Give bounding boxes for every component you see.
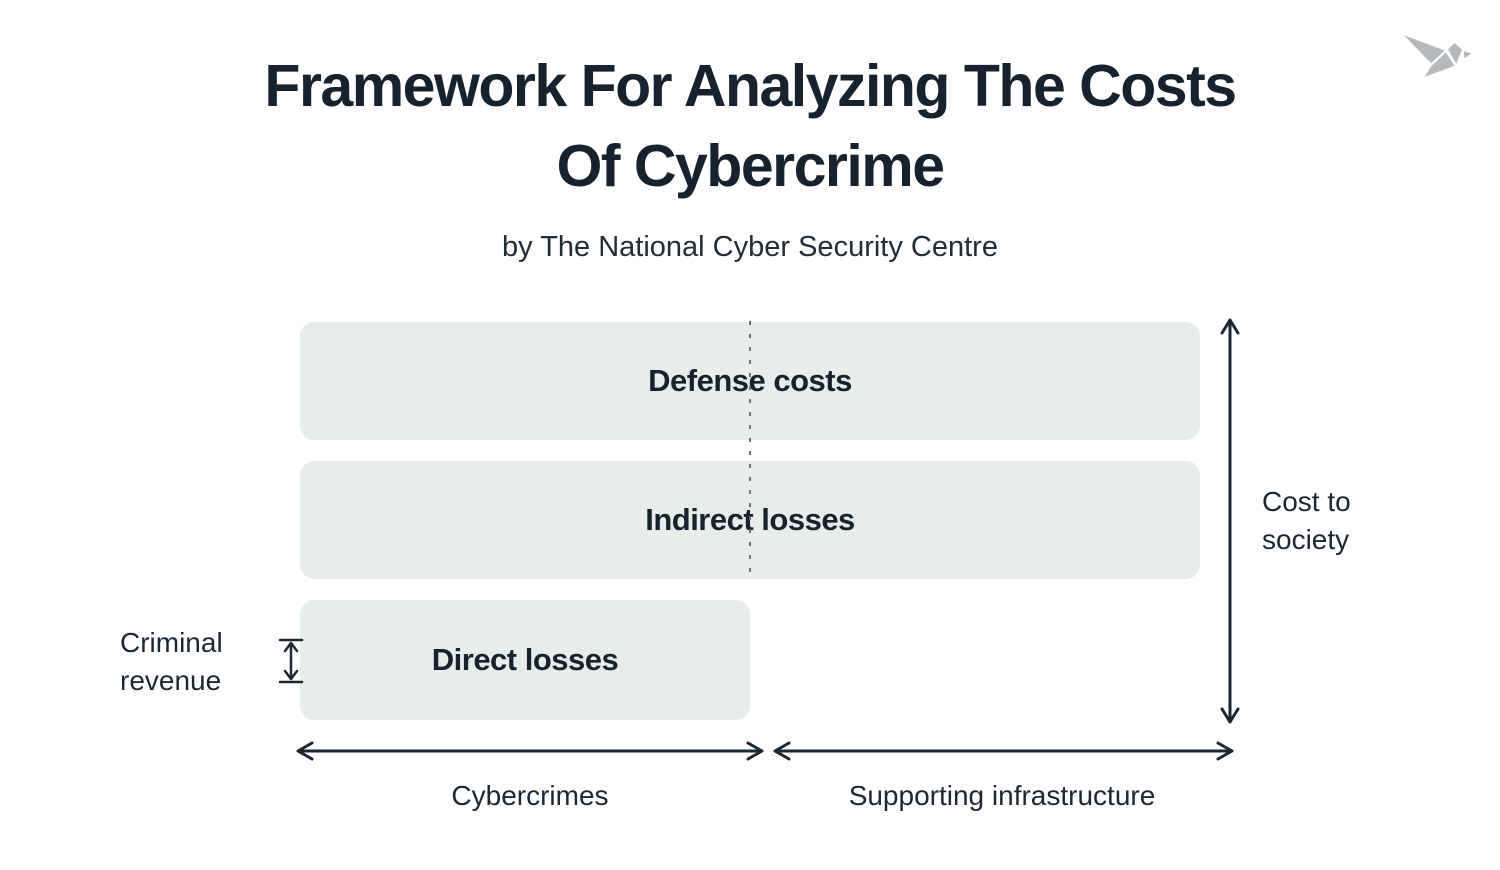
box-indirect-losses: Indirect losses	[300, 461, 1200, 579]
bird-body	[1422, 50, 1457, 80]
supporting-infrastructure-axis-label: Supporting infrastructure	[848, 780, 1156, 811]
bird-head	[1446, 41, 1464, 67]
cybercrimes-arrow	[296, 741, 764, 761]
box-defense-costs: Defense costs	[300, 322, 1200, 440]
criminal-revenue-arrow	[278, 638, 304, 684]
box-direct-losses: Direct losses	[300, 600, 750, 720]
criminal-revenue-label: Criminal revenue	[120, 627, 223, 696]
cybercrimes-axis-label: Cybercrimes	[451, 780, 609, 811]
title-line-1: Framework For Analyzing The Costs	[264, 53, 1237, 119]
title-line-2: Of Cybercrime	[556, 133, 945, 199]
page-title: Framework For Analyzing The Costs Of Cyb…	[0, 46, 1500, 206]
origami-bird-logo	[1400, 32, 1474, 86]
supporting-infrastructure-arrow	[773, 741, 1234, 761]
page-subtitle: by The National Cyber Security Centre	[502, 231, 998, 263]
bird-tail	[1407, 71, 1440, 86]
indirect-losses-label: Indirect losses	[645, 502, 855, 537]
cost-to-society-label: Cost to society	[1262, 486, 1351, 555]
direct-losses-label: Direct losses	[431, 642, 619, 677]
defense-costs-label: Defense costs	[648, 363, 852, 398]
bird-beak	[1462, 49, 1474, 61]
cost-to-society-arrow	[1220, 318, 1240, 724]
